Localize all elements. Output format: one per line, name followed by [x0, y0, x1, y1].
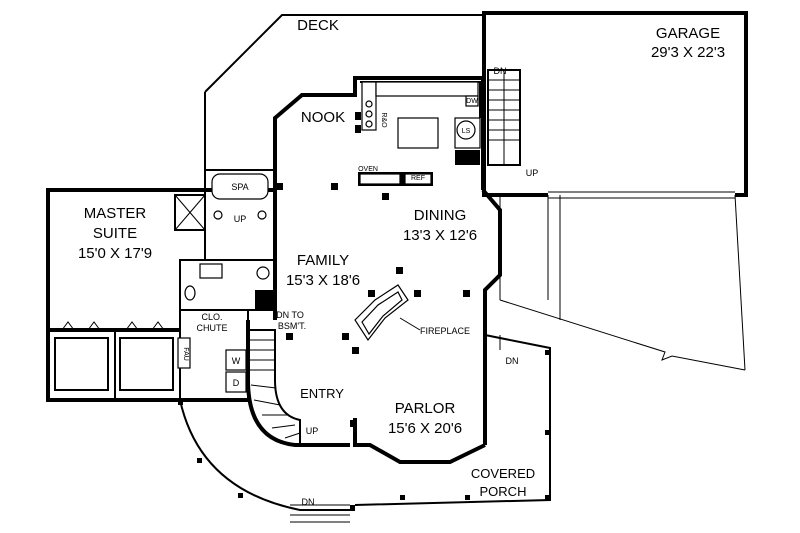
dn-to-label: DN TO — [276, 310, 304, 320]
deck-outline — [204, 14, 484, 190]
porch — [178, 334, 551, 523]
spa-label: SPA — [231, 182, 248, 192]
nook-label: NOOK — [301, 109, 345, 126]
family-size: 15'3 X 18'6 — [286, 272, 360, 289]
fau-label: FAU — [182, 347, 189, 361]
kitchen — [355, 81, 481, 186]
garage-dn-label: DN — [494, 66, 507, 76]
parlor-size: 15'6 X 20'6 — [388, 420, 462, 437]
basement-stair — [250, 329, 301, 445]
family-label: FAMILY — [297, 252, 349, 269]
bath-up-label: UP — [234, 214, 247, 224]
parlor-label: PARLOR — [395, 400, 456, 417]
entry-label: ENTRY — [300, 386, 344, 401]
chute-label: CHUTE — [197, 323, 228, 333]
porch-label-2: PORCH — [480, 484, 527, 499]
washer-label: W — [232, 356, 241, 366]
garage-up-label: UP — [526, 168, 539, 178]
fireplace — [354, 284, 421, 342]
range-label: R&O — [380, 112, 387, 128]
porch-dn-label: DN — [506, 356, 519, 366]
master-closets — [48, 321, 180, 400]
master-bath — [174, 169, 276, 311]
front-dn-label: DN — [302, 497, 315, 507]
master-label: MASTER — [84, 205, 147, 222]
dw-label: DW — [466, 98, 478, 105]
oven-label: OVEN — [358, 166, 378, 173]
deck-label: DECK — [297, 17, 339, 34]
clo-label: CLO. — [201, 312, 222, 322]
dryer-label: D — [233, 378, 240, 388]
ref-label: REF — [411, 175, 425, 182]
garage — [482, 11, 748, 371]
columns — [276, 183, 470, 427]
entry-up-label: UP — [306, 426, 319, 436]
garage-stair — [487, 69, 521, 166]
master-label-2: SUITE — [93, 225, 137, 242]
utility — [177, 309, 249, 401]
dining-size: 13'3 X 12'6 — [403, 227, 477, 244]
ls-label: LS — [462, 128, 471, 135]
master-size: 15'0 X 17'9 — [78, 245, 152, 262]
garage-label: GARAGE — [656, 25, 720, 42]
fireplace-label: FIREPLACE — [420, 326, 470, 336]
bsmt-label: BSM'T. — [278, 321, 306, 331]
porch-label: COVERED — [471, 466, 535, 481]
dining-label: DINING — [414, 207, 467, 224]
garage-size: 29'3 X 22'3 — [651, 44, 725, 61]
